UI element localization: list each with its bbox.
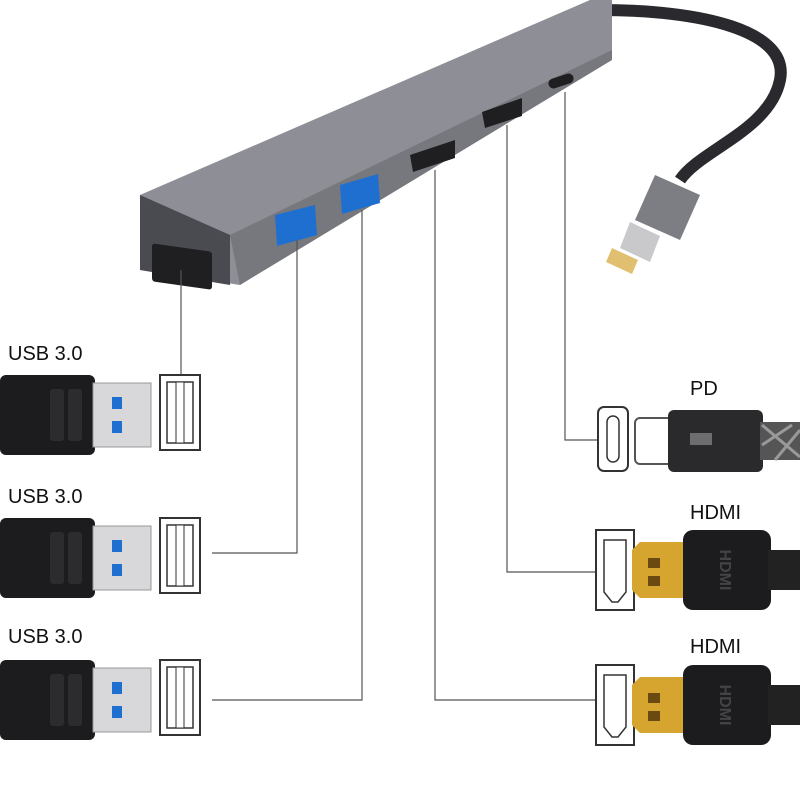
label-usb-3: USB 3.0 xyxy=(8,626,83,648)
usb-a-plug-1 xyxy=(0,375,152,455)
usb-a-plug-3 xyxy=(0,660,152,740)
hdmi-plug-2: HDMI xyxy=(632,665,800,745)
hub-cable xyxy=(599,4,787,184)
label-pd: PD xyxy=(690,378,718,400)
hdmi-port-icon-2 xyxy=(595,664,635,746)
usb-port-2 xyxy=(275,205,317,246)
label-hdmi-1: HDMI xyxy=(690,502,742,524)
type-c-port xyxy=(548,73,574,89)
hdmi-port-icon-1 xyxy=(595,529,635,611)
usb-port-1 xyxy=(152,243,212,290)
hub-body xyxy=(140,0,612,290)
usb-a-port-icon-2 xyxy=(159,517,201,594)
usb-a-port-icon-3 xyxy=(159,659,201,736)
usb-a-plug-2 xyxy=(0,518,152,598)
type-c-plug-hub xyxy=(606,175,700,274)
label-hdmi-2: HDMI xyxy=(690,636,742,658)
usb-a-port-icon-1 xyxy=(159,374,201,451)
label-usb-1: USB 3.0 xyxy=(8,343,83,365)
usb-port-3 xyxy=(340,174,380,214)
usb-c-port-icon xyxy=(597,406,629,472)
hdmi-plug-1: HDMI xyxy=(632,530,800,610)
label-usb-2: USB 3.0 xyxy=(8,486,83,508)
connector-lines xyxy=(180,92,598,701)
hdmi-port-1 xyxy=(410,140,455,172)
usb-c-plug xyxy=(634,410,800,472)
hdmi-port-2 xyxy=(482,98,522,128)
svg-text:HDMI: HDMI xyxy=(716,550,733,591)
svg-text:HDMI: HDMI xyxy=(716,685,733,726)
